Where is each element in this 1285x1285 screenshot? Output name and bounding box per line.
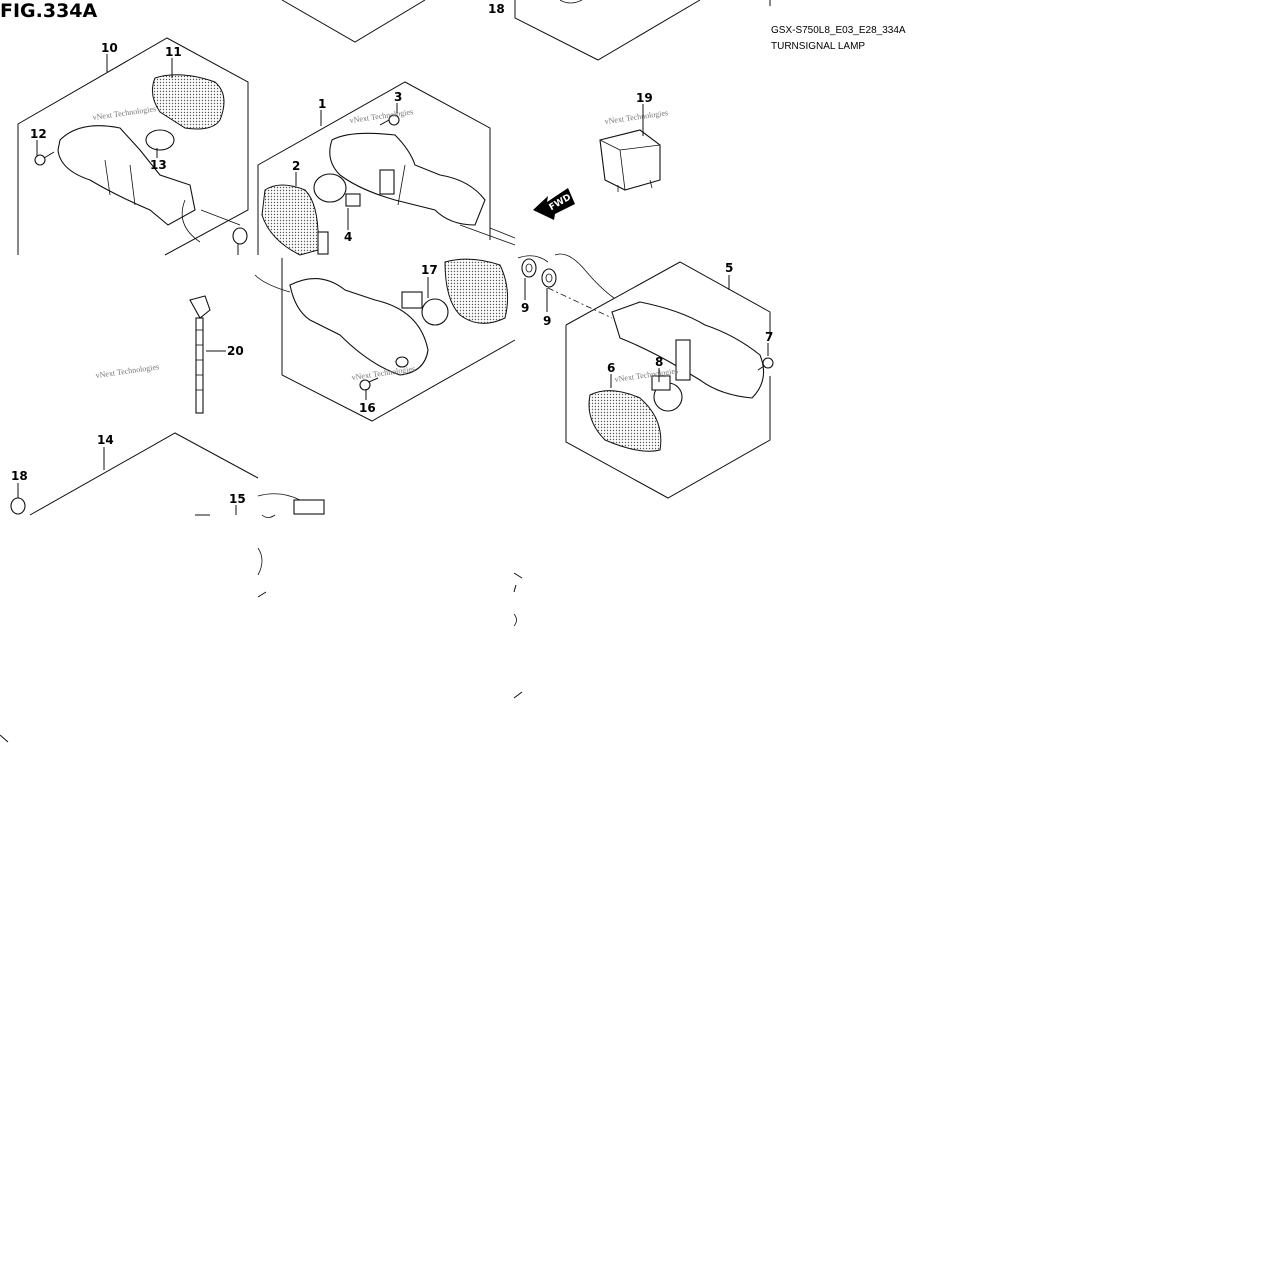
top-left-clipped-box: [281, 0, 426, 43]
callout-3: 3: [394, 90, 402, 104]
callout-17: 17: [421, 263, 438, 277]
turnsignal-lamp-1-upper: [329, 132, 516, 246]
diagram-name: TURNSIGNAL LAMP: [771, 41, 865, 52]
callout-11: 11: [165, 45, 182, 59]
callout-15: 15: [229, 492, 246, 506]
figure-title: FIG.334A: [0, 0, 98, 22]
nut-9-a: [521, 258, 537, 278]
callout-8: 8: [655, 355, 663, 369]
assembly-box-14: [10, 432, 259, 516]
callout-13: 13: [150, 158, 167, 172]
callout-18-bottom: 18: [11, 469, 28, 483]
lens-6: [588, 390, 662, 452]
screw-3: [379, 114, 400, 126]
callout-10: 10: [101, 41, 118, 55]
callout-18-top: 18: [488, 2, 505, 16]
callout-16: 16: [359, 401, 376, 415]
watermark-3: vNext Technologies: [604, 108, 669, 126]
callout-2: 2: [292, 159, 300, 173]
leader-lines: [17, 54, 769, 515]
screw-16: [359, 377, 379, 391]
nut-9-b: [541, 268, 557, 288]
callout-20: 20: [227, 344, 244, 358]
top-right-clipped-box: [514, 0, 771, 61]
callout-7: 7: [765, 330, 773, 344]
watermark-4: vNext Technologies: [95, 362, 160, 380]
flasher-relay-19: [599, 129, 661, 192]
callout-1: 1: [318, 97, 326, 111]
callout-9-a: 9: [521, 301, 529, 315]
turnsignal-lamp-5: [611, 301, 765, 399]
clipped-fragments: [0, 547, 523, 743]
nut-18-upper: [232, 227, 248, 255]
screw-12: [34, 151, 55, 166]
assembly-box-10: [17, 37, 249, 256]
bulb-17: [401, 291, 449, 326]
callout-6: 6: [607, 361, 615, 375]
callout-labels: 10 11 12 13 1 3 2 4 19 18 17 9 9 5 7 6 8…: [11, 2, 773, 506]
screw-7: [757, 357, 774, 371]
bulb-8: [651, 375, 683, 412]
turnsignal-lamp-10: [57, 125, 201, 243]
watermark-2: vNext Technologies: [349, 107, 414, 125]
nut-18-lower: [10, 497, 26, 515]
wire-harness-15: [257, 493, 325, 518]
forward-direction-arrow: FWD: [533, 188, 575, 220]
lens-17: [444, 258, 509, 324]
watermark-1: vNext Technologies: [92, 104, 157, 122]
diagram-code: GSX-S750L8_E03_E28_334A: [771, 25, 906, 36]
assembly-box-1: [254, 81, 516, 422]
callout-14: 14: [97, 433, 114, 447]
lens-11: [151, 74, 225, 130]
callout-5: 5: [725, 261, 733, 275]
cable-tie-20: [189, 295, 211, 414]
callout-19: 19: [636, 91, 653, 105]
turnsignal-lamp-1-lower: [254, 274, 429, 376]
assembly-box-5: [565, 261, 774, 499]
bulb-4: [313, 173, 361, 207]
lens-2: [261, 184, 329, 256]
callout-4: 4: [344, 230, 352, 244]
callout-9-b: 9: [543, 314, 551, 328]
callout-12: 12: [30, 127, 47, 141]
